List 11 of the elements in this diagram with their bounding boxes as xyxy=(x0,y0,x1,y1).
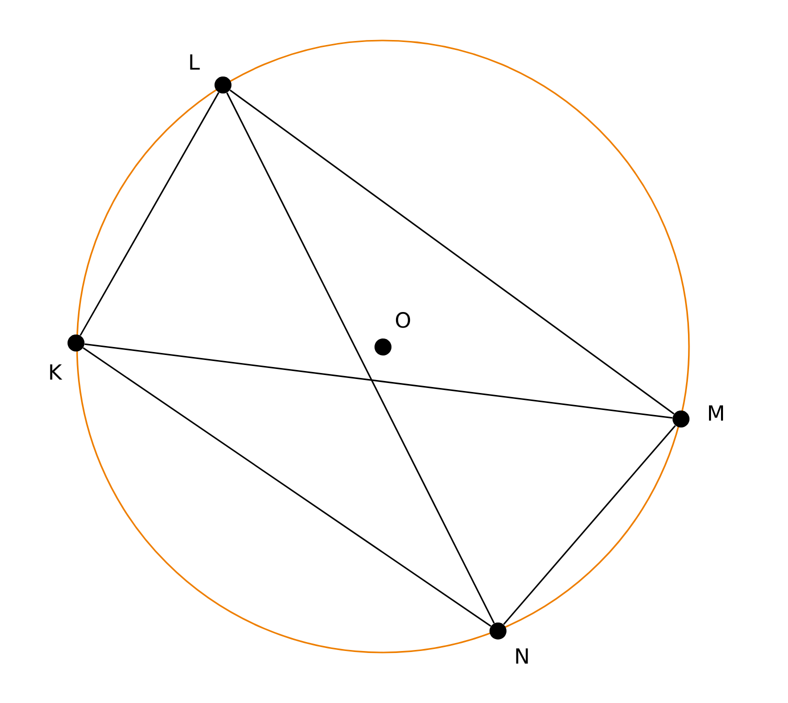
point-label: N xyxy=(516,648,528,664)
line-segment xyxy=(226,92,495,624)
point-label: O xyxy=(396,312,410,328)
point-label: K xyxy=(50,364,62,380)
line-segment xyxy=(80,92,220,336)
line-segment xyxy=(84,343,672,419)
point-label: M xyxy=(709,405,724,421)
line-segment xyxy=(503,425,676,625)
line-segment xyxy=(82,347,492,627)
line-segment xyxy=(230,90,674,414)
point-label: L xyxy=(190,54,200,70)
